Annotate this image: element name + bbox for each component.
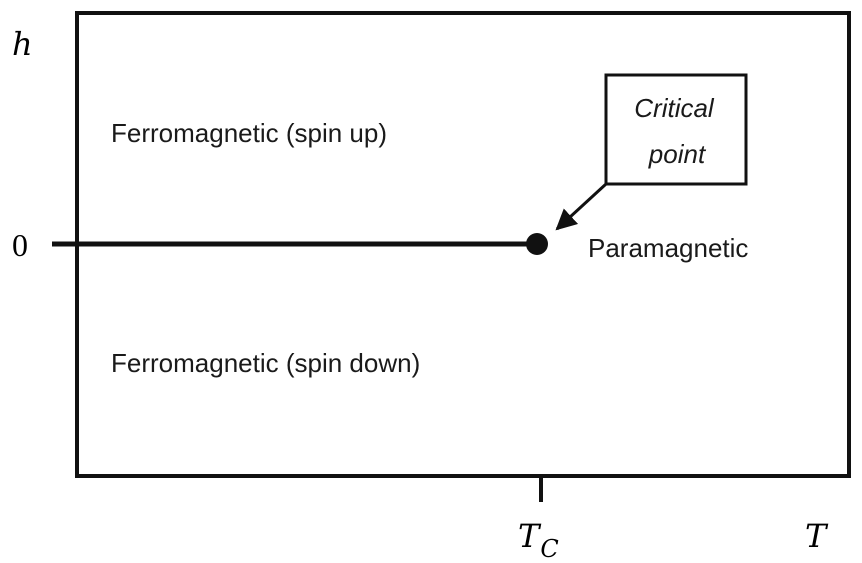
callout-arrow [555,182,608,231]
h-axis-label: h [12,25,33,63]
callout-line-1: Critical [634,93,715,123]
paramagnetic-region-label: Paramagnetic [588,233,748,263]
zero-label: 0 [12,227,28,263]
spin-up-region-label: Ferromagnetic (spin up) [111,118,387,148]
t-axis-label: T [805,517,829,555]
tc-label-main: T [518,517,542,555]
tc-label: TC [518,517,559,563]
callout-line-2: point [648,139,707,169]
spin-down-region-label: Ferromagnetic (spin down) [111,348,420,378]
critical-point-marker [526,233,548,255]
tc-label-sub: C [540,535,558,563]
critical-point-callout-box [604,73,748,186]
